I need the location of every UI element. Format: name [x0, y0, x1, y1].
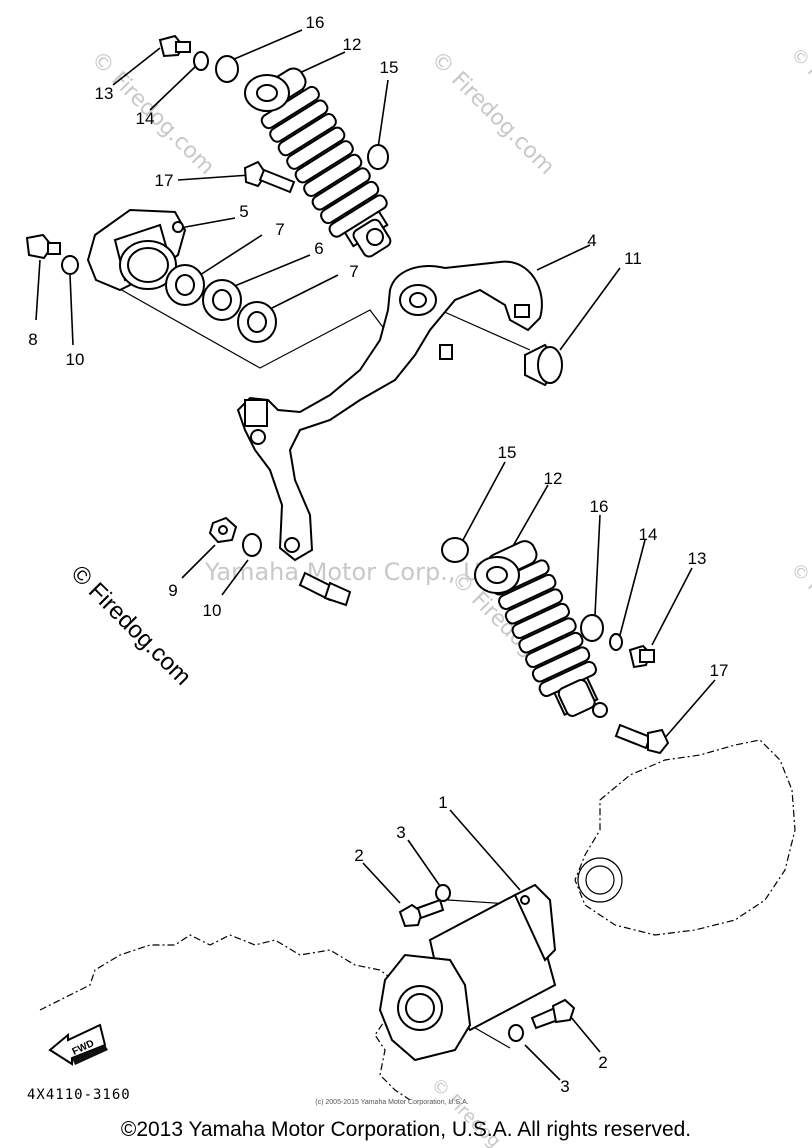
- engine-case-outline: [39, 739, 796, 1101]
- bolt-8: [25, 233, 61, 260]
- washer-3-lower: [508, 1024, 524, 1042]
- bolt-13-upper: [158, 34, 191, 58]
- watermark-firedog-3: © Firedog.com: [786, 44, 812, 154]
- callout-1: 1: [438, 793, 447, 812]
- bolt-17-lower: [614, 723, 670, 755]
- callout-17-upper: 17: [155, 171, 174, 190]
- callout-8: 8: [28, 330, 37, 349]
- watermark-firedog-4: © Firedog.com: [786, 559, 812, 669]
- callout-3-lower: 3: [560, 1077, 569, 1096]
- engine-bracket-1: [378, 883, 557, 1062]
- callout-2-upper: 2: [354, 846, 363, 865]
- callout-3-upper: 3: [396, 823, 405, 842]
- diagram-code: 4X4110-3160: [27, 1087, 131, 1103]
- washer-10-lower: [242, 533, 262, 557]
- callout-13-lower: 13: [688, 549, 707, 568]
- callout-7-b: 7: [349, 262, 358, 281]
- watermark-firedog-main: © Firedog.com: [66, 560, 197, 691]
- callout-14-upper: 14: [136, 109, 155, 128]
- bearings: [165, 264, 277, 343]
- bolt-17-upper: [243, 160, 296, 194]
- fwd-arrow-icon: FWD: [48, 1023, 108, 1066]
- watermark-firedog-2: © Firedog.com: [426, 47, 559, 180]
- callout-6: 6: [314, 239, 323, 258]
- through-bolt-lower: [298, 571, 352, 607]
- callout-15-lower: 15: [498, 443, 517, 462]
- callout-numbers: 16 12 15 13 14 17 5 7 6 7 8 10 4 11 9 10…: [28, 13, 728, 1096]
- washer-16-upper: [215, 55, 239, 83]
- callout-17-lower: 17: [710, 661, 729, 680]
- callout-12-upper: 12: [343, 35, 362, 54]
- callout-16-upper: 16: [306, 13, 325, 32]
- callout-7-a: 7: [275, 220, 284, 239]
- washer-14-lower: [609, 633, 623, 651]
- washer-16-lower: [580, 614, 604, 642]
- callout-4: 4: [587, 231, 596, 250]
- callout-9: 9: [168, 581, 177, 600]
- washer-3-upper: [435, 884, 451, 902]
- callout-2-lower: 2: [598, 1053, 607, 1072]
- lower-right-hardware: [441, 537, 670, 755]
- washer-15-lower: [441, 537, 469, 563]
- bushing-11: [524, 343, 563, 387]
- footer-copyright: ©2013 Yamaha Motor Corporation, U.S.A. A…: [121, 1118, 691, 1141]
- callout-14-lower: 14: [639, 525, 658, 544]
- small-copyright-notice: (c) 2005-2015 Yamaha Motor Corporation, …: [315, 1099, 468, 1106]
- callout-15-upper: 15: [380, 58, 399, 77]
- callout-11: 11: [624, 249, 642, 268]
- callout-16-lower: 16: [590, 497, 609, 516]
- bolt-13-lower: [628, 644, 655, 669]
- nut-9: [208, 516, 238, 544]
- washer-15-upper: [367, 144, 389, 170]
- bearing-housing-5: [86, 208, 187, 292]
- rear-shock-absorber-upper: [244, 67, 392, 258]
- callout-5: 5: [239, 202, 248, 221]
- washer-14-upper: [193, 51, 209, 71]
- upper-hardware: [25, 34, 389, 275]
- callout-12-lower: 12: [544, 469, 563, 488]
- bolt-2-upper: [398, 898, 445, 928]
- rear-shock-absorber-lower: [474, 540, 608, 718]
- swing-arm-4: [236, 260, 543, 562]
- callout-13-upper: 13: [95, 84, 114, 103]
- callout-10-left: 10: [66, 350, 85, 369]
- callout-10-lower: 10: [203, 601, 222, 620]
- bolt-2-lower: [530, 998, 576, 1030]
- washer-10-left: [61, 255, 79, 275]
